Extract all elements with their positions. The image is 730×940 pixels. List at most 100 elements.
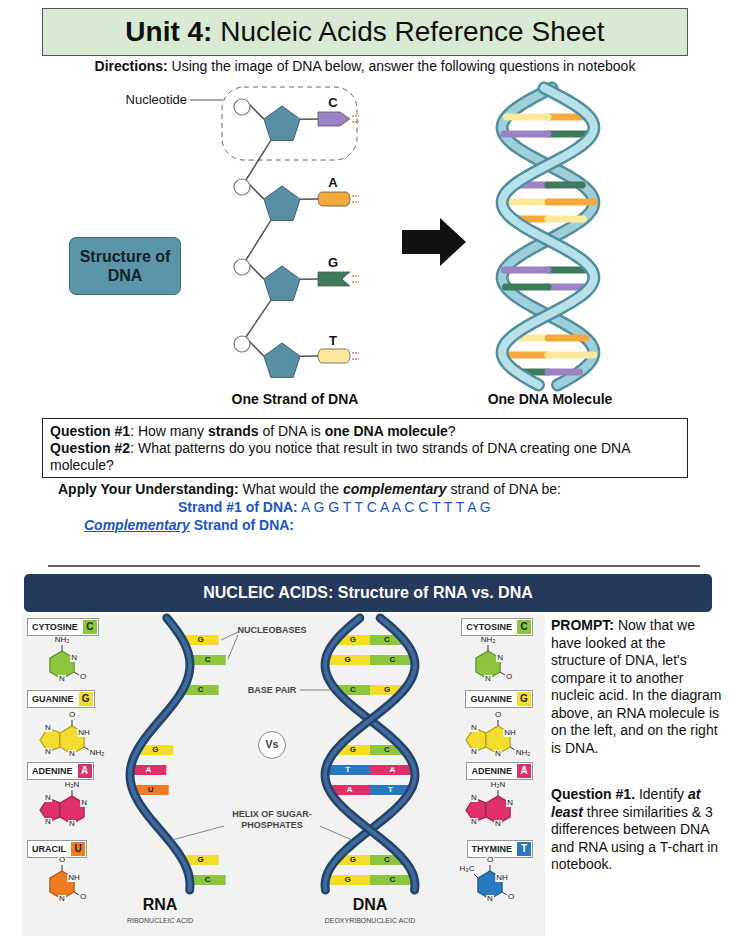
- atom-label: N: [69, 819, 75, 828]
- label-box: NH: [67, 874, 81, 882]
- leader-line: [172, 826, 224, 840]
- text-line: Directions: Using the image of DNA below…: [0, 58, 730, 75]
- node-text: NUCLEIC ACIDS: Structure of RNA vs. DNA: [203, 584, 533, 601]
- label-box: RIBONUCLEIC ACID: [127, 917, 193, 925]
- base-rung: [504, 267, 548, 274]
- label-box: C: [328, 95, 337, 111]
- base-letter: G: [350, 745, 356, 754]
- label-box: NH₂: [480, 636, 497, 644]
- base-letter: G: [350, 855, 356, 864]
- node-text: Vs: [265, 738, 278, 750]
- label-text: DEOXYRIBONUCLEIC ACID: [325, 917, 416, 924]
- base-letter: C: [205, 655, 211, 664]
- label-box: DEOXYRIBONUCLEIC ACID: [325, 917, 416, 925]
- label-text: Identify: [639, 786, 684, 802]
- label-box: O: [505, 673, 513, 681]
- atom-label: N: [45, 793, 51, 802]
- node-text-part: G: [517, 692, 531, 706]
- base-bond: [300, 198, 318, 200]
- label-box: N: [44, 724, 52, 732]
- label-text: RNA: [143, 896, 178, 913]
- node-content: Unit 4: Nucleic Acids Reference Sheet: [125, 15, 604, 49]
- atom-label: N: [495, 819, 501, 828]
- base-shape: [318, 272, 350, 286]
- node-text-part: ?: [448, 423, 456, 439]
- label-box: H₂N: [64, 781, 81, 789]
- arrow-shape: [402, 218, 466, 266]
- atom-label: NH₂: [55, 635, 70, 644]
- node-content: Vs: [265, 738, 278, 751]
- label-box: N: [68, 820, 76, 828]
- atom-label: O: [59, 855, 65, 864]
- sugar-pentagon: [264, 186, 300, 220]
- node-content: URACILU: [28, 841, 86, 857]
- leader-line: [320, 826, 352, 840]
- base-shape: [318, 192, 350, 206]
- atom-label: NH: [78, 728, 90, 737]
- label-box: NH₂: [54, 636, 71, 644]
- node-content: Question #1: How many strands of DNA is …: [50, 423, 680, 473]
- title-box: Unit 4: Nucleic Acids Reference Sheet: [42, 8, 688, 56]
- label-text: DNA: [353, 896, 388, 913]
- label-box: G: [384, 686, 390, 694]
- node-text: Unit 4:: [125, 16, 212, 47]
- vs-circle: Vs: [258, 731, 286, 759]
- molecule-structure: [474, 865, 507, 899]
- label-box: Nucleotide: [126, 92, 187, 108]
- label-box: N: [58, 675, 66, 683]
- atom-label: N: [71, 653, 77, 662]
- node-content: ADENINEA: [467, 763, 532, 779]
- node-text: GUANINE: [466, 694, 517, 705]
- base-letter: A: [328, 175, 337, 190]
- label-text: Strand #1 of DNA:: [178, 499, 298, 515]
- label-text: Using the image of DNA below, answer the…: [172, 58, 636, 74]
- label-box: N: [506, 799, 514, 807]
- hydrogen-bond: [352, 282, 359, 283]
- base-label: CYTOSINEC: [461, 618, 533, 636]
- label-box: O: [79, 673, 87, 681]
- label-box: N: [44, 794, 52, 802]
- base-label: CYTOSINEC: [27, 618, 99, 636]
- hydrogen-bond: [352, 359, 359, 360]
- node-text-part: G: [79, 692, 93, 706]
- divider-rule: [48, 565, 700, 567]
- atom-label: N: [495, 749, 501, 758]
- sugar-pentagon: [264, 343, 300, 377]
- label-box: A: [347, 786, 353, 794]
- atom-label: N: [487, 894, 493, 903]
- node-text-part: strands: [208, 423, 259, 439]
- label-box: G: [345, 656, 351, 664]
- node-content: THYMINET: [468, 841, 533, 857]
- label-box: N: [470, 818, 478, 826]
- base-letter: C: [198, 685, 204, 694]
- bond-line: [498, 720, 499, 726]
- helix-strand: [325, 618, 415, 890]
- base-letter: T: [329, 333, 337, 348]
- atom-label: O: [487, 855, 493, 864]
- bond-line: [62, 865, 63, 871]
- text-line: Question #1. Identify at least three sim…: [551, 786, 723, 874]
- label-box: O: [507, 893, 515, 901]
- label-box: H₃C: [459, 865, 476, 873]
- base-rung: [548, 352, 594, 359]
- base-letter: T: [388, 785, 393, 794]
- backbone-bond: [249, 184, 264, 199]
- text-line: Complementary Strand of DNA:: [84, 517, 484, 534]
- atom-label: NH₂: [481, 635, 496, 644]
- helix-strand: [325, 618, 415, 890]
- atom-label: H₂N: [65, 780, 80, 789]
- atom-label: O: [69, 710, 75, 719]
- base-label: ADENINEA: [466, 762, 533, 780]
- node-text: CYTOSINE: [28, 622, 83, 633]
- label-box: N: [70, 654, 78, 662]
- label-box: N: [44, 748, 52, 756]
- atom-label: N: [497, 653, 503, 662]
- base-letter: A: [389, 765, 395, 774]
- node-text: GUANINE: [28, 694, 79, 705]
- label-box: C: [384, 636, 390, 644]
- label-box: H₂N: [490, 781, 507, 789]
- label-box: N: [496, 654, 504, 662]
- base-rung: [325, 655, 370, 665]
- hydrogen-bond: [352, 202, 359, 203]
